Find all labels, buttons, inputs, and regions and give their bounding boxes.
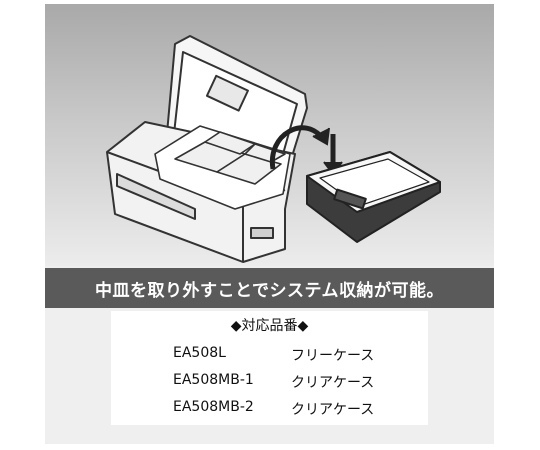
product-desc: クリアケース: [291, 402, 375, 418]
product-desc: クリアケース: [291, 375, 375, 391]
compat-row: EA508MB-2 クリアケース: [111, 399, 428, 419]
inner-tray: [154, 125, 291, 210]
compat-heading: ◆対応品番◆: [230, 318, 309, 334]
compat-row: EA508MB-1 クリアケース: [111, 372, 428, 392]
product-desc: フリーケース: [291, 348, 375, 364]
separate-case: [306, 151, 441, 243]
compat-card: ◆対応品番◆ EA508L フリーケース EA508MB-1 クリアケース EA…: [111, 311, 428, 425]
feature-banner: 中皿を取り外すことでシステム収納が可能。: [45, 268, 494, 308]
product-code: EA508MB-2: [173, 399, 254, 415]
toolbox-drawing: [106, 35, 441, 263]
product-code: EA508L: [173, 345, 226, 361]
compat-row: EA508L フリーケース: [111, 345, 428, 365]
product-code: EA508MB-1: [173, 372, 254, 388]
product-illustration: [45, 4, 494, 266]
